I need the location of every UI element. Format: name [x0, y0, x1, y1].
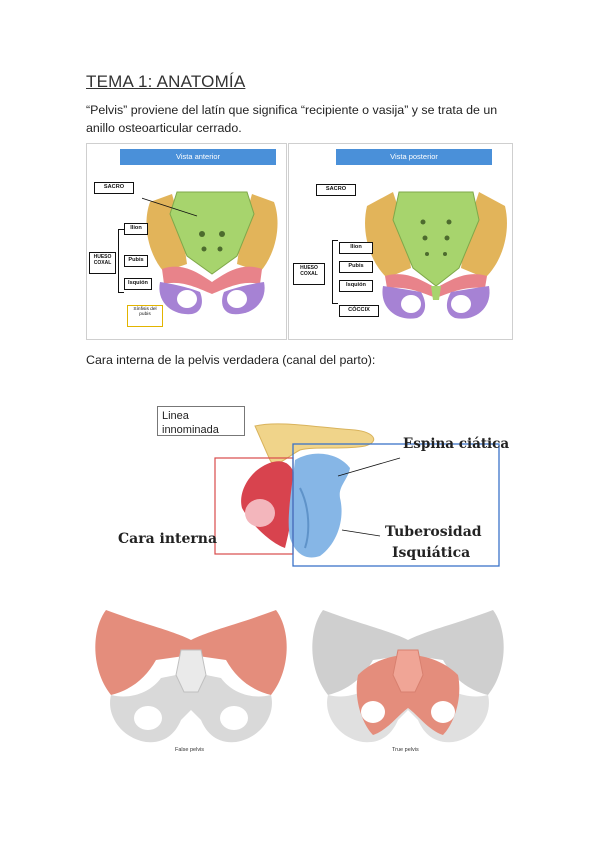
true-pelvis-illustration	[312, 610, 504, 743]
sacro-shape	[169, 191, 255, 275]
anterior-pubis-label: Pubis	[124, 255, 148, 267]
pubis-shape	[385, 274, 487, 298]
posterior-view-header: Vista posterior	[336, 149, 492, 165]
anterior-pelvis-illustration	[142, 191, 278, 315]
anterior-view-panel: Vista anterior SACRO HUESO COXAL Ilion P…	[86, 143, 287, 340]
false-pelvis-caption: False pelvis	[175, 747, 205, 753]
posterior-hueso-coxal-label: HUESO COXAL	[293, 263, 325, 285]
posterior-pelvis-illustration	[365, 191, 507, 319]
posterior-ilion-label: Ilion	[339, 242, 373, 254]
intro-paragraph: “Pelvis” proviene del latín que signific…	[86, 103, 498, 135]
anterior-hueso-coxal-label: HUESO COXAL	[89, 252, 116, 274]
anterior-view-header: Vista anterior	[120, 149, 276, 165]
anterior-isquion-label: Isquión	[124, 278, 152, 290]
section-heading: Cara interna de la pelvis verdadera (can…	[86, 353, 376, 367]
pubis-shape	[162, 266, 262, 294]
posterior-pubis-label: Pubis	[339, 261, 373, 273]
anterior-sacro-label: SACRO	[94, 182, 134, 194]
anterior-bracket	[118, 229, 124, 293]
cara-interna-label: Cara interna	[118, 531, 218, 547]
isquiatica-label: Isquiática	[392, 545, 471, 561]
page-title: TEMA 1: ANATOMÍA	[86, 72, 246, 91]
linea-innominada-label: Linea innominada	[157, 406, 245, 436]
coccix-shape	[431, 286, 441, 300]
espina-ciatica-label: Espina ciática	[403, 436, 510, 452]
posterior-coccix-label: CÓCCIX	[339, 305, 379, 317]
inner-face-figure: Linea innominada Espina ciática Cara int…	[110, 398, 510, 570]
sacro-shape	[392, 191, 480, 287]
anterior-ilion-label: Ilion	[124, 223, 148, 235]
inner-face-illustration	[214, 423, 500, 567]
tuberosidad-label: Tuberosidad	[385, 524, 482, 540]
false-pelvis-illustration	[95, 610, 287, 743]
posterior-sacro-label: SACRO	[316, 184, 356, 196]
true-pelvis-caption: True pelvis	[392, 747, 419, 753]
posterior-bracket	[332, 240, 338, 304]
posterior-region-box	[292, 443, 500, 567]
posterior-view-panel: Vista posterior SACRO HUESO COXAL Ilion …	[288, 143, 513, 340]
isquion-bone	[288, 453, 350, 558]
anterior-sinfisis-label: Sínfisis del pubis	[127, 305, 163, 327]
posterior-isquion-label: Isquión	[339, 280, 373, 292]
